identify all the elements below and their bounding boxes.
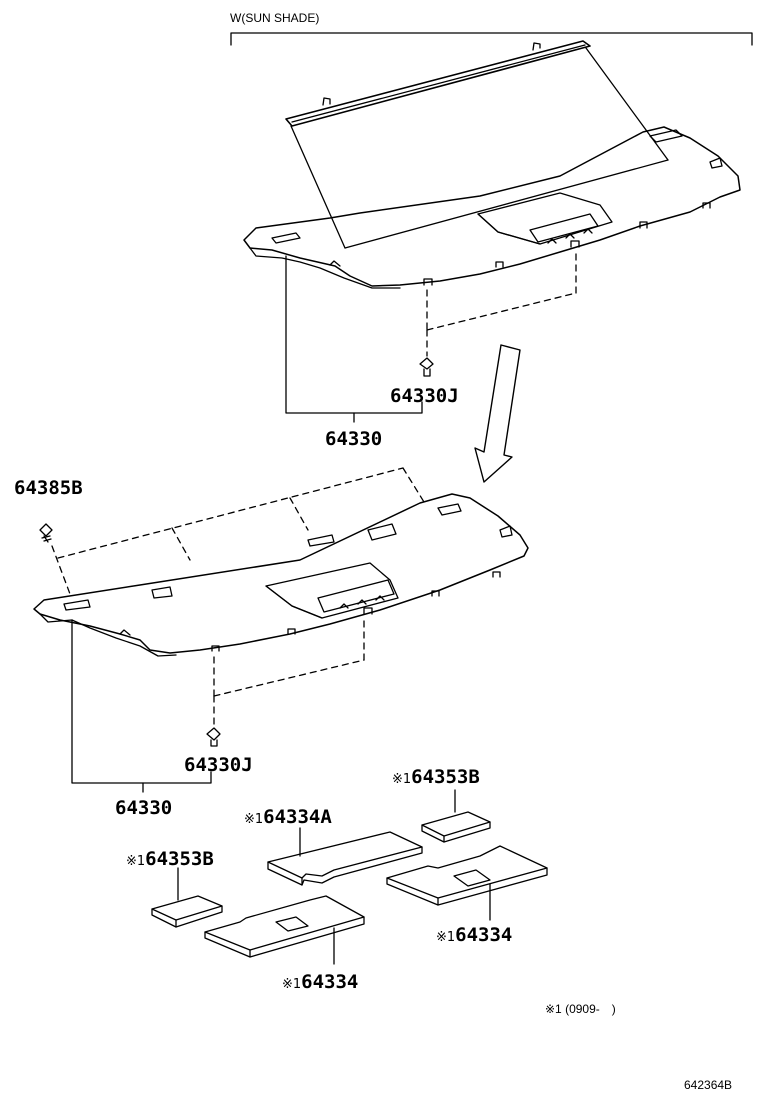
footnote-marker: ※1 <box>126 854 146 869</box>
part-label-clip-upper: 64330J <box>390 385 459 407</box>
direction-arrow <box>474 344 521 483</box>
part-label-shelf-upper: 64330 <box>325 428 383 450</box>
footnote-marker: ※1 <box>392 772 412 787</box>
panel-center-64334A <box>267 827 423 886</box>
package-tray-upper <box>243 126 741 289</box>
panel-left-64334 <box>204 895 365 965</box>
package-tray-lower <box>33 493 529 657</box>
part-label-pad-top-right: ※164353B <box>392 766 480 788</box>
clip-lower <box>206 727 221 747</box>
part-label-clip-lower: 64330J <box>184 754 253 776</box>
footnote-marker: ※1 <box>282 977 302 992</box>
footnote-marker: ※1 <box>244 812 264 827</box>
screw-64385B <box>39 523 53 543</box>
part-label-panel-left: ※164334 <box>282 971 359 993</box>
clip-upper <box>419 357 434 377</box>
part-label-panel-center: ※164334A <box>244 806 332 828</box>
part-label-panel-right: ※164334 <box>436 924 513 946</box>
pad-top-right <box>421 789 491 843</box>
diagram-code: 642364B <box>684 1078 733 1092</box>
pad-left <box>151 867 223 928</box>
variant-bracket <box>230 32 753 46</box>
sun-shade <box>285 40 669 249</box>
leader-64330-upper <box>285 255 423 423</box>
guide-lines-upper <box>426 251 577 357</box>
footnote: ※1 (0909- ) <box>545 1002 616 1016</box>
part-label-screw: 64385B <box>14 477 83 499</box>
leader-64330-lower <box>71 619 212 793</box>
panel-right-64334 <box>386 845 548 921</box>
guide-lines-lower <box>51 467 425 727</box>
part-label-pad-left: ※164353B <box>126 848 214 870</box>
part-label-shelf-lower: 64330 <box>115 797 173 819</box>
variant-label: W(SUN SHADE) <box>230 11 320 25</box>
footnote-marker: ※1 <box>436 930 456 945</box>
